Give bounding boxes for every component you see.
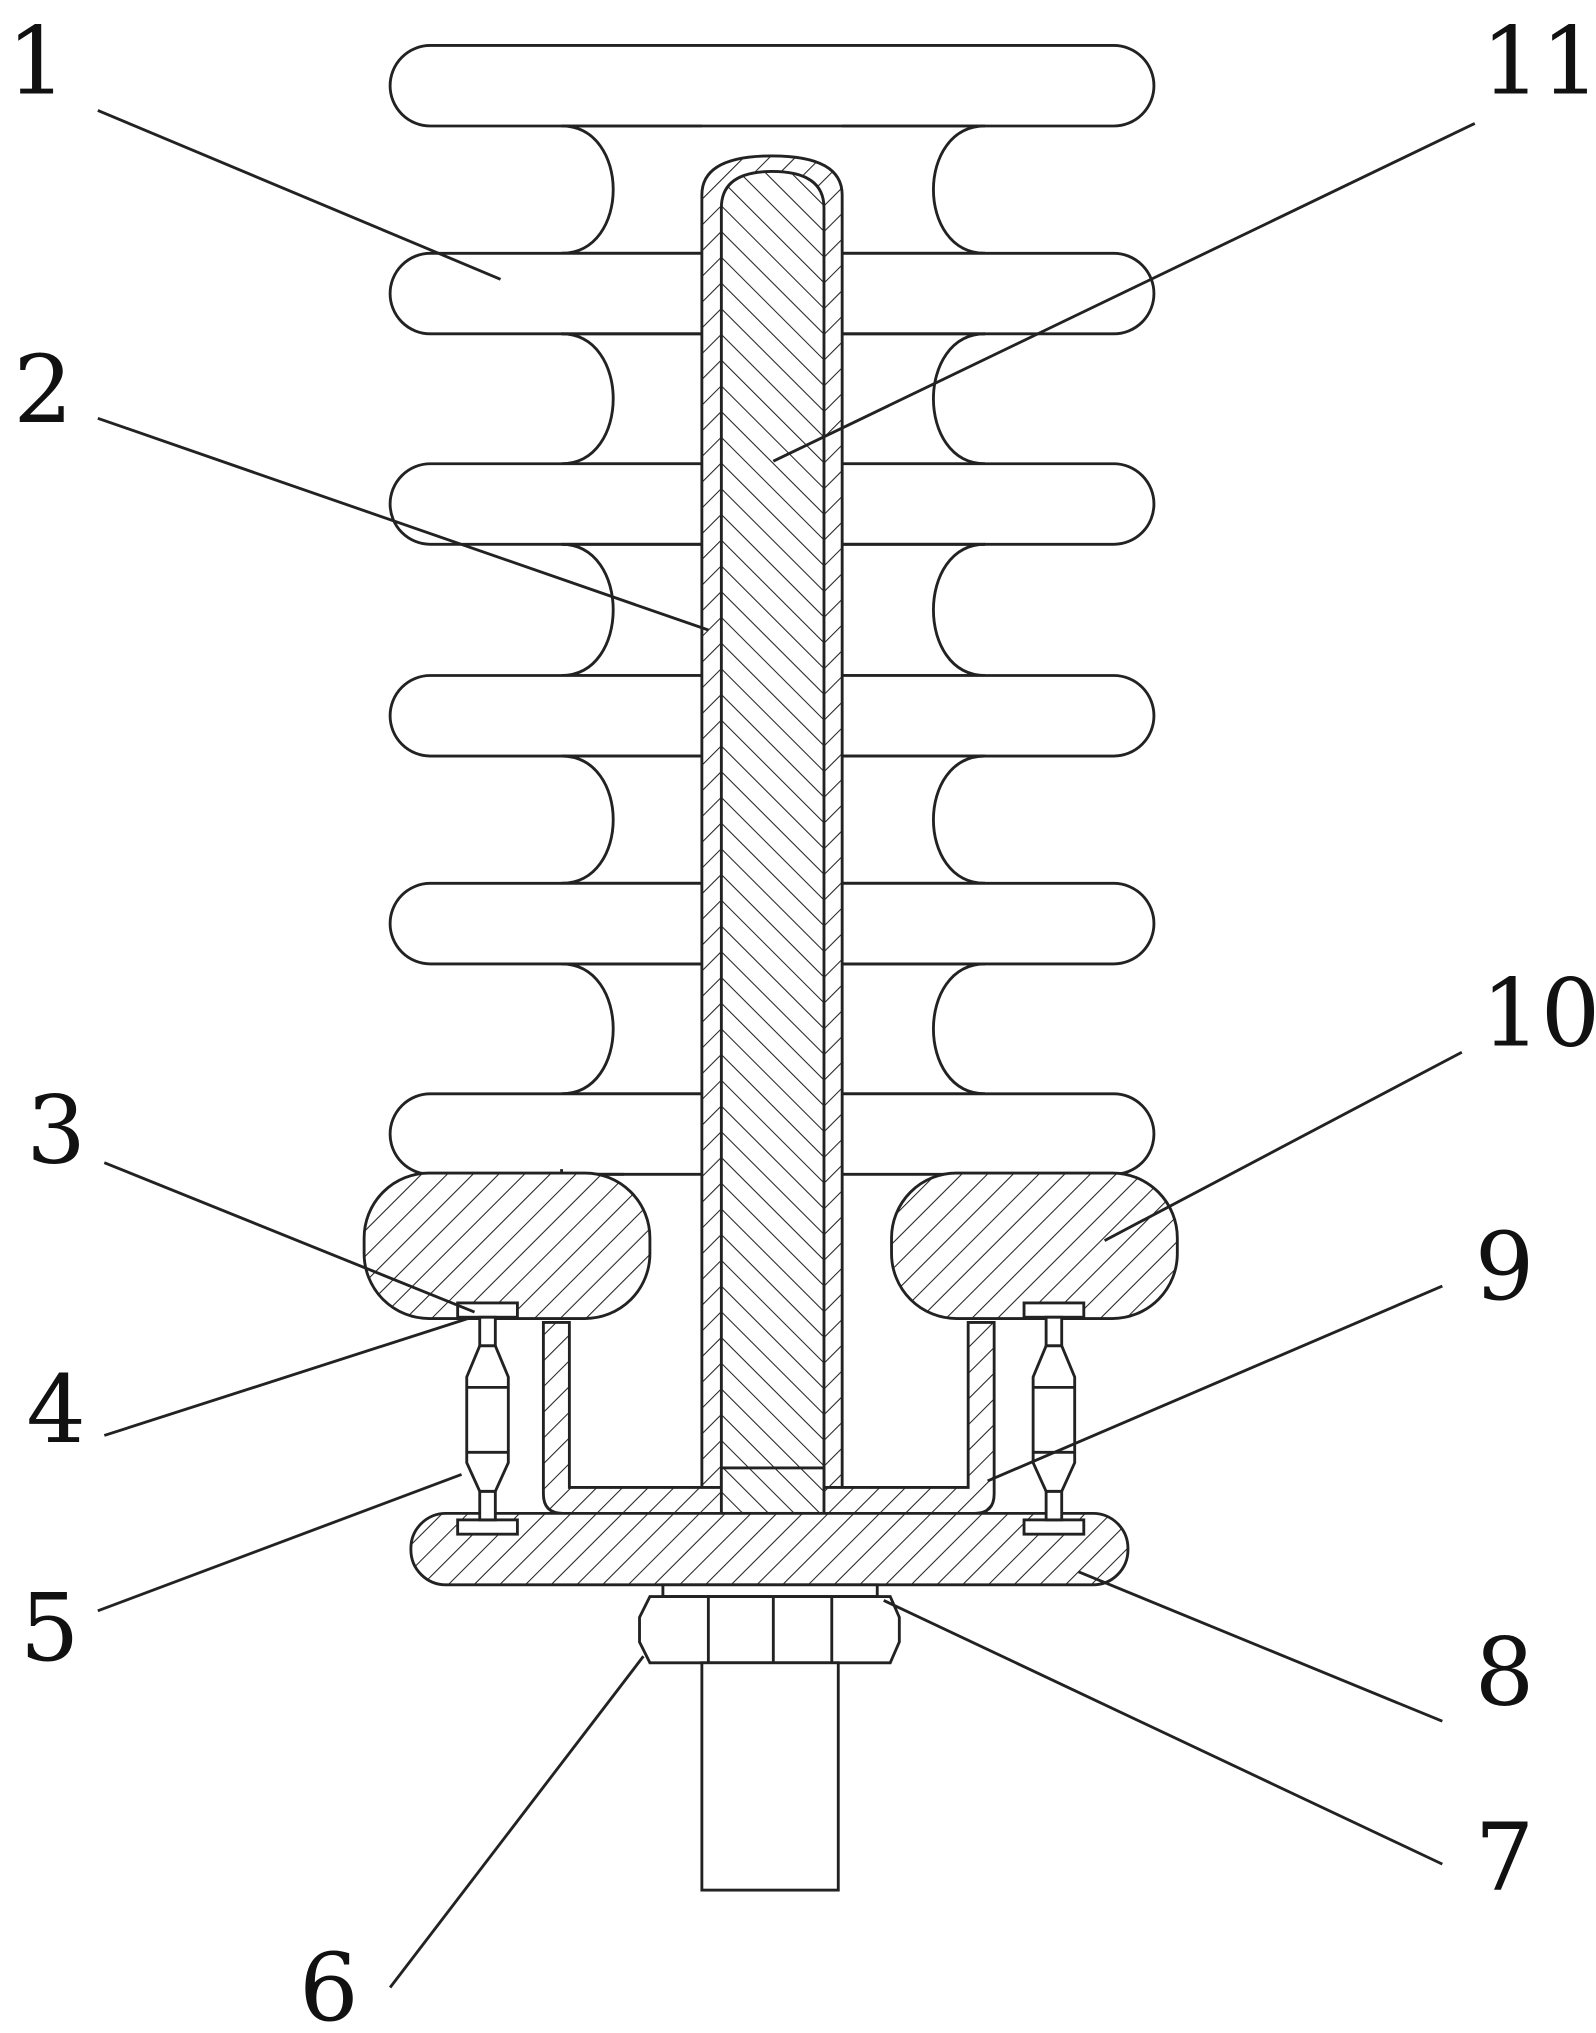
rod-base (721, 1468, 824, 1513)
label-10: 10 (1481, 960, 1596, 1069)
label-6: 6 (299, 1934, 359, 2033)
shed-core-left (562, 544, 614, 675)
shed-core-left (562, 334, 614, 464)
shed-core-left (562, 964, 614, 1094)
label-8: 8 (1475, 1618, 1535, 1727)
shed-core-left (562, 756, 614, 883)
label-5: 5 (20, 1574, 80, 1683)
label-11: 11 (1481, 8, 1596, 117)
turnbuckle-left (458, 1303, 518, 1534)
shed-core-right (933, 334, 985, 464)
threaded-shaft (702, 1663, 838, 1890)
shed-core-right (933, 964, 985, 1094)
turnbuckle-right (1024, 1303, 1084, 1534)
shed-core-right (933, 544, 985, 675)
shed-core-right (933, 756, 985, 883)
grading-ring-right (892, 1173, 1178, 1318)
shed-core-right (933, 126, 985, 253)
shed-core-left (562, 126, 614, 253)
label-2: 2 (13, 336, 73, 445)
label-9: 9 (1475, 1213, 1535, 1322)
insulator-shed (390, 45, 1154, 126)
label-1: 1 (7, 8, 67, 117)
label-7: 7 (1475, 1804, 1535, 1913)
conductor-rod (702, 156, 842, 1513)
grading-ring-left (364, 1173, 650, 1318)
label-3: 3 (26, 1077, 86, 1186)
conductor-core (721, 171, 824, 1513)
hex-nut (640, 1597, 900, 1663)
label-4: 4 (26, 1356, 86, 1465)
washer (663, 1585, 877, 1597)
